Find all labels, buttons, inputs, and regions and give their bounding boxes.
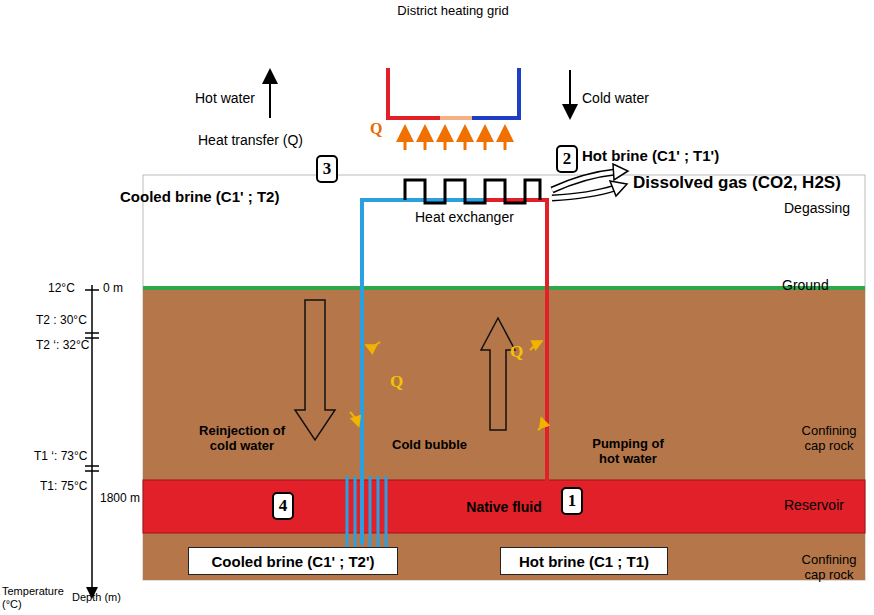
reinjection-arrow (295, 300, 335, 440)
title: District heating grid (393, 4, 513, 19)
label: Cold water (582, 90, 649, 106)
label: T2 : 30°C (36, 314, 87, 328)
label: Heat transfer (Q) (198, 132, 303, 148)
node-text: 2 (563, 149, 572, 169)
label: Reinjection of cold water (186, 424, 298, 454)
label: 0 m (103, 282, 123, 296)
label: 1800 m (100, 492, 140, 506)
label: Depth (m) (72, 591, 121, 604)
label: T1 ‘: 73°C (34, 450, 87, 464)
brine-box: Cooled brine (C1' ; T2') (188, 547, 398, 575)
cold-water-arrow (569, 70, 571, 116)
hot-water-arrow (269, 72, 271, 118)
label: Temperature (°C) (2, 585, 72, 610)
depth-axis (85, 285, 99, 596)
production-pipe (486, 200, 547, 505)
label: Ground (782, 277, 829, 293)
label: T2 ‘: 32°C (36, 339, 89, 353)
node-text: Cooled brine (C1' ; T2') (212, 553, 375, 570)
node-text: 4 (279, 496, 288, 516)
cap-rock (143, 290, 865, 480)
pumping-arrow (481, 318, 515, 430)
node-text: 1 (568, 491, 577, 511)
label: Dissolved gas (CO2, H2S) (633, 173, 841, 193)
label: 12°C (48, 282, 75, 296)
label: Degassing (784, 200, 850, 216)
injection-wells (347, 476, 386, 550)
brine-box: Hot brine (C1 ; T1) (500, 547, 668, 575)
callout-number: 4 (272, 492, 294, 520)
node-text: 3 (323, 159, 332, 179)
callout-number: 1 (561, 487, 583, 515)
callout-number: 2 (556, 145, 578, 173)
label: Hot water (195, 90, 255, 106)
label: Cold bubble (392, 438, 467, 453)
label: Heat exchanger (415, 209, 514, 225)
reservoir-band (143, 480, 865, 533)
label: Pumping of hot water (584, 437, 672, 467)
label: Cooled brine (C1' ; T2) (120, 188, 279, 205)
reinjection-pipe (362, 200, 486, 545)
reservoir-band: Native fluid 4 1 (143, 480, 865, 533)
label: Q (510, 342, 523, 362)
panel (143, 175, 865, 580)
grid-pipes (388, 68, 519, 118)
heat-arrows (405, 130, 505, 150)
heat-exchanger (405, 180, 540, 203)
callout-number: 3 (316, 155, 338, 183)
label: T1: 75°C (40, 480, 87, 494)
node-text: Hot brine (C1 ; T1) (519, 553, 649, 570)
label: Q (390, 372, 403, 392)
label: Reservoir (784, 497, 844, 513)
ground-line (143, 286, 865, 290)
heat-flow-arrows (350, 342, 543, 430)
label: Confining cap rock (794, 424, 864, 454)
label: Q (370, 120, 382, 138)
label: Hot brine (C1' ; T1') (582, 147, 719, 164)
cap-rock (143, 533, 865, 580)
node-text: Native fluid (466, 499, 541, 515)
label: Confining cap rock (794, 553, 864, 583)
